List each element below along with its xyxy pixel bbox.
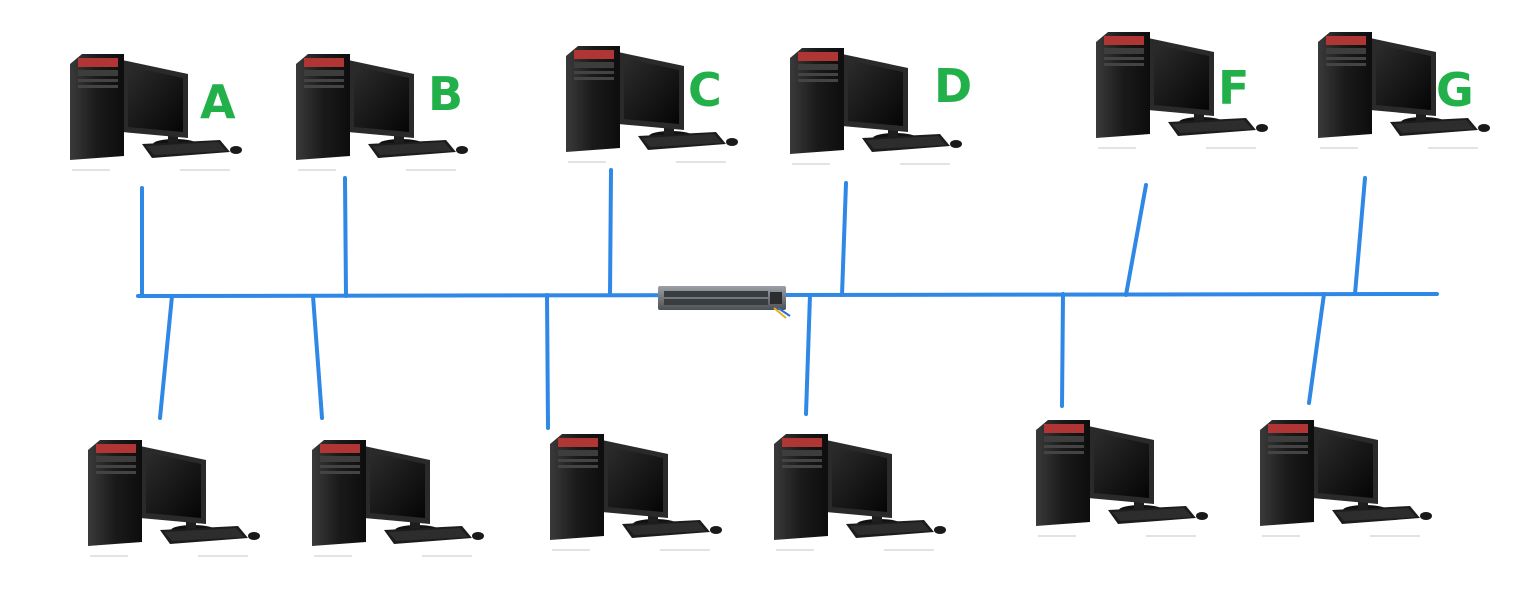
drop-cable-f <box>1124 183 1148 297</box>
desktop-computer-icon <box>87 439 261 557</box>
computer-b: B <box>295 53 469 171</box>
drop-cable-bottom-1 <box>158 294 174 420</box>
label-f: F <box>1218 61 1249 115</box>
desktop-computer-icon <box>1035 419 1209 537</box>
drop-cable-bottom-2 <box>311 294 324 420</box>
computer-f: F <box>1095 31 1269 149</box>
label-b: B <box>428 67 463 121</box>
network-switch-icon <box>658 286 791 319</box>
drop-cable-bottom-6 <box>1307 292 1326 405</box>
drop-cable-bottom-4 <box>804 293 812 416</box>
computer-g: G <box>1317 31 1491 149</box>
drop-cable-d <box>840 181 848 297</box>
label-a: A <box>200 75 236 129</box>
drop-cable-g <box>1353 176 1367 296</box>
bus-backbone <box>136 292 1439 298</box>
network-cables <box>136 168 1439 430</box>
desktop-computer-icon <box>1259 419 1433 537</box>
label-c: C <box>688 63 722 117</box>
desktop-computer-icon <box>549 433 723 551</box>
drop-cable-bottom-5 <box>1060 292 1065 408</box>
drop-cable-b <box>343 176 348 298</box>
label-g: G <box>1436 63 1474 117</box>
label-d: D <box>934 59 972 113</box>
computer-d: D <box>789 47 972 165</box>
drop-cable-c <box>608 168 613 297</box>
desktop-computer-icon <box>773 433 947 551</box>
computer-c: C <box>565 45 739 163</box>
computer-a: A <box>69 53 243 171</box>
desktop-computer-icon <box>311 439 485 557</box>
drop-cable-bottom-3 <box>545 293 550 430</box>
